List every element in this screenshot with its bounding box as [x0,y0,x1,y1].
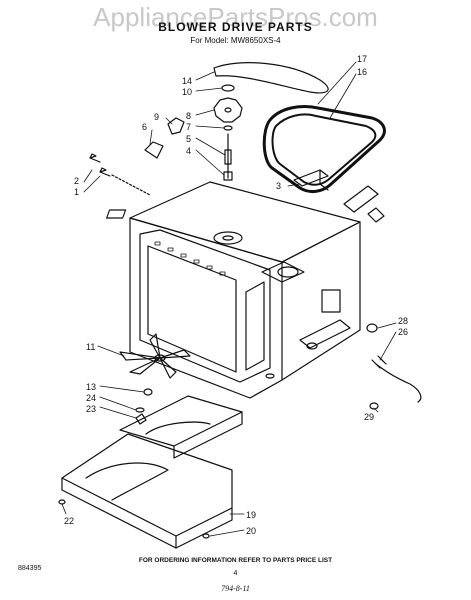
bottom-plate [61,433,233,537]
callout: 28 [398,316,408,326]
callout: 23 [86,404,96,414]
callout: 29 [364,412,374,422]
callout: 24 [86,393,96,403]
cavity-top [129,181,361,263]
document-code: 884395 [18,565,42,572]
screw [99,167,111,177]
callout: 17 [357,54,367,64]
shaft-hole [213,231,243,245]
air-duct [119,395,243,447]
ordering-note: FOR ORDERING INFORMATION REFER TO PARTS … [138,557,333,564]
callout: 20 [246,526,256,536]
handwritten-note: 794-8-11 [221,584,250,593]
cord-screw [369,402,379,410]
motor-bracket [261,261,305,283]
callout: 14 [182,76,192,86]
heater-element [262,105,386,194]
callout: 22 [64,516,74,526]
model-subtitle: For Model: MW8650XS-4 [190,36,281,45]
cavity-opening [139,229,271,383]
callout: 13 [86,382,96,392]
power-cord [375,363,422,403]
thermal-switch [167,117,185,135]
callout: 1 [74,187,79,197]
retainer [135,413,147,425]
callout: 6 [142,122,147,132]
nut [143,388,153,396]
page-number: 4 [233,570,238,577]
callout: 3 [276,181,281,191]
callout: 26 [398,327,408,337]
screw [89,153,101,163]
callout: 4 [186,146,191,156]
grommet [366,323,378,333]
bottom-screw [202,533,210,539]
callout: 5 [186,134,191,144]
foot [58,499,66,505]
callout: 7 [186,122,191,132]
heater-terminal [343,185,379,213]
lamp-socket [144,141,164,159]
diagram-title: BLOWER DRIVE PARTS [158,20,313,34]
callout: 19 [246,510,256,520]
callout: 9 [154,112,159,122]
stirrer-wheel [213,97,243,123]
washer [135,407,145,413]
callout: 2 [74,176,79,186]
washer [223,125,233,131]
small-pulley [221,84,235,92]
callout: 8 [186,111,191,121]
cavity-front [129,217,283,399]
callout: 11 [86,342,95,352]
callout: 16 [357,67,367,77]
cavity-side [281,221,361,381]
perforations [154,241,226,276]
drive-belt [213,62,329,94]
watermark: AppliancePartsPros.com [93,2,378,32]
callout: 10 [182,87,192,97]
